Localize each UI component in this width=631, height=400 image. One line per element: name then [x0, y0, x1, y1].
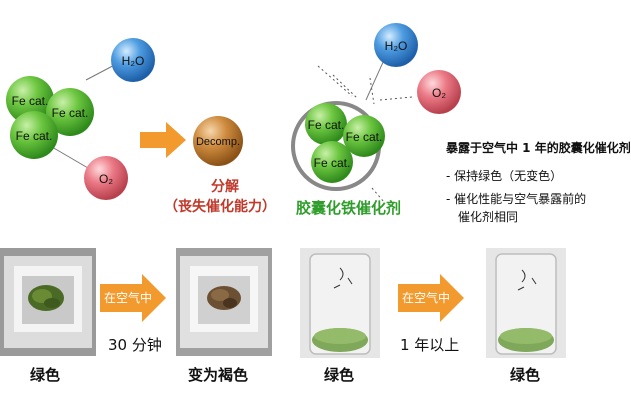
air-exposure-arrow-2	[398, 274, 464, 322]
ray-line	[371, 187, 385, 203]
o2-label: O₂	[99, 172, 113, 186]
note-item: - 保持绿色（无变色）	[446, 169, 563, 183]
arrow1-label: 在空气中	[104, 291, 153, 305]
water-molecule-sphere	[111, 38, 155, 82]
decomposition-caption-line2: （丧失催化能力）	[164, 199, 276, 215]
ray-line	[379, 96, 413, 101]
decomp-label: Decomp.	[196, 136, 240, 148]
photo-label-browned: 变为褐色	[188, 366, 249, 384]
molecule-diagram: Fe cat. Fe cat. Fe cat. H₂O O₂ Decomp. F…	[6, 23, 461, 203]
notes-title: 暴露于空气中 1 年的胶囊化催化剂	[446, 141, 631, 155]
h2o-label: H₂O	[122, 54, 145, 68]
photo-label-green: 绿色	[30, 366, 61, 384]
sample-photo-initial	[0, 248, 96, 356]
water-molecule-sphere	[374, 23, 418, 67]
decompose-arrow	[140, 122, 186, 158]
sample-photo-browned	[176, 248, 272, 356]
arrow1-duration: 30 分钟	[108, 336, 162, 354]
ray-line	[332, 74, 358, 99]
fe-cat-label: Fe cat.	[346, 130, 383, 144]
o2-label: O₂	[432, 86, 446, 100]
oxygen-molecule-sphere	[417, 70, 461, 114]
fe-cat-label: Fe cat.	[308, 118, 345, 132]
arrow2-label: 在空气中	[402, 291, 451, 305]
decomposed-sphere	[193, 116, 243, 166]
fe-cat-label: Fe cat.	[314, 156, 351, 170]
note-item: - 催化性能与空气暴露前的	[446, 192, 587, 206]
fe-cat-label: Fe cat.	[16, 129, 53, 143]
ray-line	[369, 77, 375, 105]
bond-line	[365, 59, 385, 101]
photo-label-green: 绿色	[324, 366, 355, 384]
encapsulated-catalyst-caption: 胶囊化铁催化剂	[296, 199, 402, 217]
fe-catalyst-sphere	[10, 111, 58, 159]
decomposition-caption-line1: 分解	[211, 179, 239, 195]
air-exposure-arrow-1	[100, 274, 166, 322]
fe-cat-label: Fe cat.	[12, 94, 49, 108]
fe-catalyst-sphere	[46, 88, 94, 136]
ray-line	[317, 65, 353, 97]
fe-catalyst-sphere	[311, 141, 353, 183]
fe-catalyst-sphere	[343, 115, 385, 157]
vial-photo-after-year	[486, 248, 566, 358]
fe-catalyst-sphere	[305, 103, 347, 145]
note-item: 催化剂相同	[458, 210, 519, 224]
fe-cat-label: Fe cat.	[52, 106, 89, 120]
h2o-label: H₂O	[385, 39, 408, 53]
photo-label-green: 绿色	[510, 366, 541, 384]
vial-photo-initial	[300, 248, 380, 358]
fe-catalyst-sphere	[6, 76, 54, 124]
oxygen-molecule-sphere	[84, 156, 128, 200]
arrow2-duration: 1 年以上	[400, 336, 460, 354]
